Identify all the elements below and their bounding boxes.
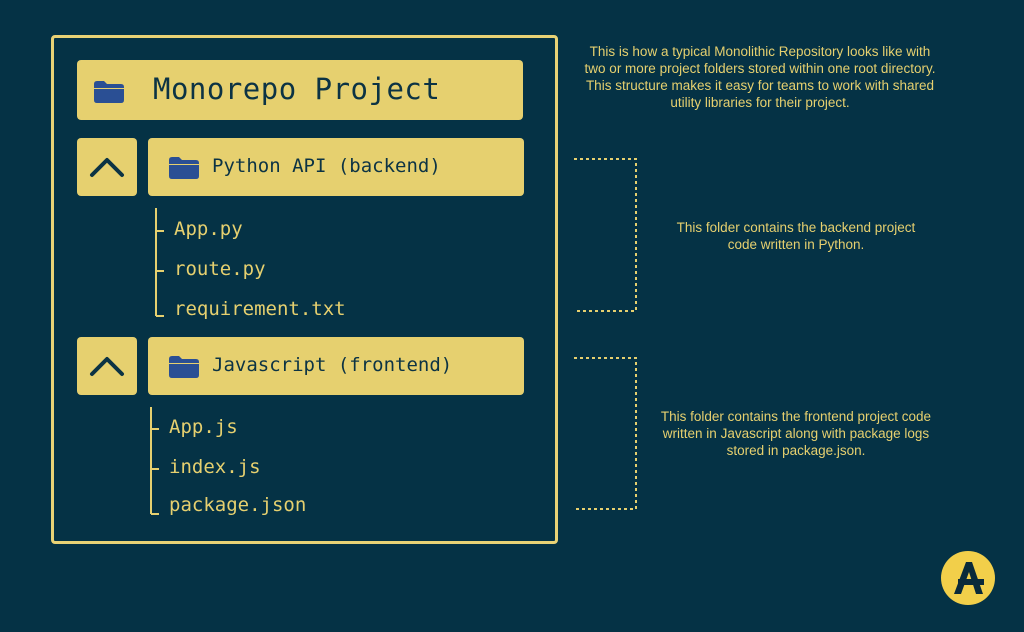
frontend-bracket bbox=[574, 357, 637, 510]
tree-tick bbox=[156, 230, 164, 232]
root-folder-title: Monorepo Project bbox=[153, 72, 441, 106]
tree-tick bbox=[156, 270, 164, 272]
monorepo-frame bbox=[51, 35, 558, 544]
intro-description: This is how a typical Monolithic Reposit… bbox=[584, 44, 936, 110]
chevron-up-icon bbox=[90, 158, 124, 177]
backend-toggle-button[interactable] bbox=[77, 138, 137, 196]
file-item[interactable]: App.js bbox=[169, 416, 238, 438]
frontend-description: This folder contains the frontend projec… bbox=[660, 409, 932, 458]
frontend-folder-title: Javascript (frontend) bbox=[212, 354, 453, 376]
folder-icon bbox=[169, 157, 199, 179]
file-item[interactable]: requirement.txt bbox=[174, 298, 346, 320]
backend-description: This folder contains the backend project… bbox=[676, 220, 916, 252]
backend-folder-title: Python API (backend) bbox=[212, 155, 441, 177]
folder-icon bbox=[94, 81, 124, 103]
tree-tick bbox=[151, 428, 159, 430]
frontend-toggle-button[interactable] bbox=[77, 337, 137, 395]
frontend-tree-line bbox=[150, 407, 152, 514]
file-item[interactable]: route.py bbox=[174, 258, 266, 280]
backend-folder-bar[interactable]: Python API (backend) bbox=[148, 138, 524, 196]
backend-bracket bbox=[574, 158, 637, 312]
folder-icon bbox=[169, 356, 199, 378]
tree-tick bbox=[151, 468, 159, 470]
frontend-folder-bar[interactable]: Javascript (frontend) bbox=[148, 337, 524, 395]
file-item[interactable]: App.py bbox=[174, 218, 243, 240]
tree-tick bbox=[151, 513, 159, 515]
file-item[interactable]: index.js bbox=[169, 456, 261, 478]
backend-tree-line bbox=[155, 208, 157, 316]
tree-tick bbox=[156, 315, 164, 317]
chevron-up-icon bbox=[90, 357, 124, 376]
file-item[interactable]: package.json bbox=[169, 494, 307, 516]
brand-a-logo-icon bbox=[941, 551, 995, 605]
root-folder-bar[interactable]: Monorepo Project bbox=[77, 60, 523, 120]
